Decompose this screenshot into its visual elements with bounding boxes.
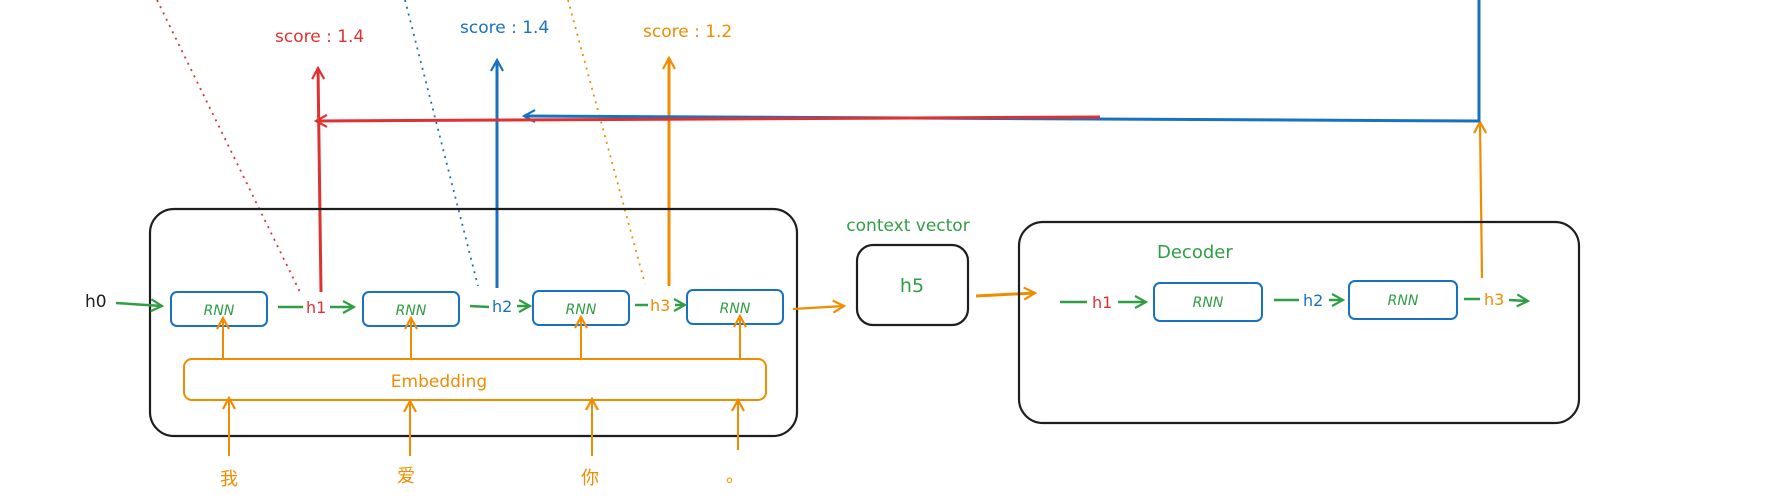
decoder-h3-label: h3 bbox=[1484, 290, 1504, 309]
enc-h2-arrow-in bbox=[469, 304, 490, 309]
embedding-label: Embedding bbox=[391, 372, 487, 392]
encoder-rnn-label-3: RNN bbox=[566, 302, 597, 318]
encoder-h0-label: h0 bbox=[85, 292, 107, 312]
attention-dotted-red bbox=[156, 0, 301, 293]
score-arrow-red bbox=[318, 68, 321, 293]
token-4: 。 bbox=[726, 466, 744, 487]
dec-h3-arrow-out bbox=[1508, 300, 1528, 301]
context-vector-label: context vector bbox=[846, 216, 969, 236]
decoder-rnn-label-1: RNN bbox=[1193, 295, 1224, 311]
score-label-3: score : 1.2 bbox=[643, 22, 732, 42]
decoder-rnn-cell-2 bbox=[1348, 280, 1458, 320]
encoder-rnn-label-4: RNN bbox=[720, 301, 751, 317]
decoder-h1-label: h1 bbox=[1092, 293, 1112, 312]
encoder-rnn-label-2: RNN bbox=[396, 303, 427, 319]
query-red-horizontal bbox=[316, 117, 1101, 121]
context-to-decoder-arrow bbox=[975, 293, 1035, 296]
encoder-to-context-arrow bbox=[792, 306, 844, 309]
attention-dotted-blue bbox=[404, 0, 479, 287]
decoder-box bbox=[1017, 220, 1581, 425]
context-h5-label: h5 bbox=[900, 275, 924, 297]
decoder-rnn-label-2: RNN bbox=[1388, 293, 1419, 309]
encoder-box bbox=[148, 207, 799, 438]
attention-dotted-orange bbox=[567, 0, 646, 285]
context-vector-box bbox=[855, 243, 970, 327]
encoder-rnn-label-1: RNN bbox=[204, 303, 235, 319]
decoder-title: Decoder bbox=[1157, 242, 1233, 263]
encoder-h2-label: h2 bbox=[492, 297, 512, 316]
h0-arrow bbox=[115, 303, 162, 306]
decoder-h2-label: h2 bbox=[1303, 291, 1323, 310]
embedding-box bbox=[183, 358, 767, 401]
token-3: 你 bbox=[581, 468, 599, 489]
decoder-rnn-cell-1 bbox=[1153, 282, 1263, 322]
score-label-1: score : 1.4 bbox=[275, 27, 364, 47]
token-2: 爱 bbox=[397, 466, 415, 487]
score-label-2: score : 1.4 bbox=[460, 18, 549, 38]
query-arrow-up bbox=[1480, 122, 1482, 279]
encoder-h1-label: h1 bbox=[306, 298, 326, 317]
encoder-h3-label: h3 bbox=[650, 296, 670, 315]
token-1: 我 bbox=[220, 469, 238, 490]
